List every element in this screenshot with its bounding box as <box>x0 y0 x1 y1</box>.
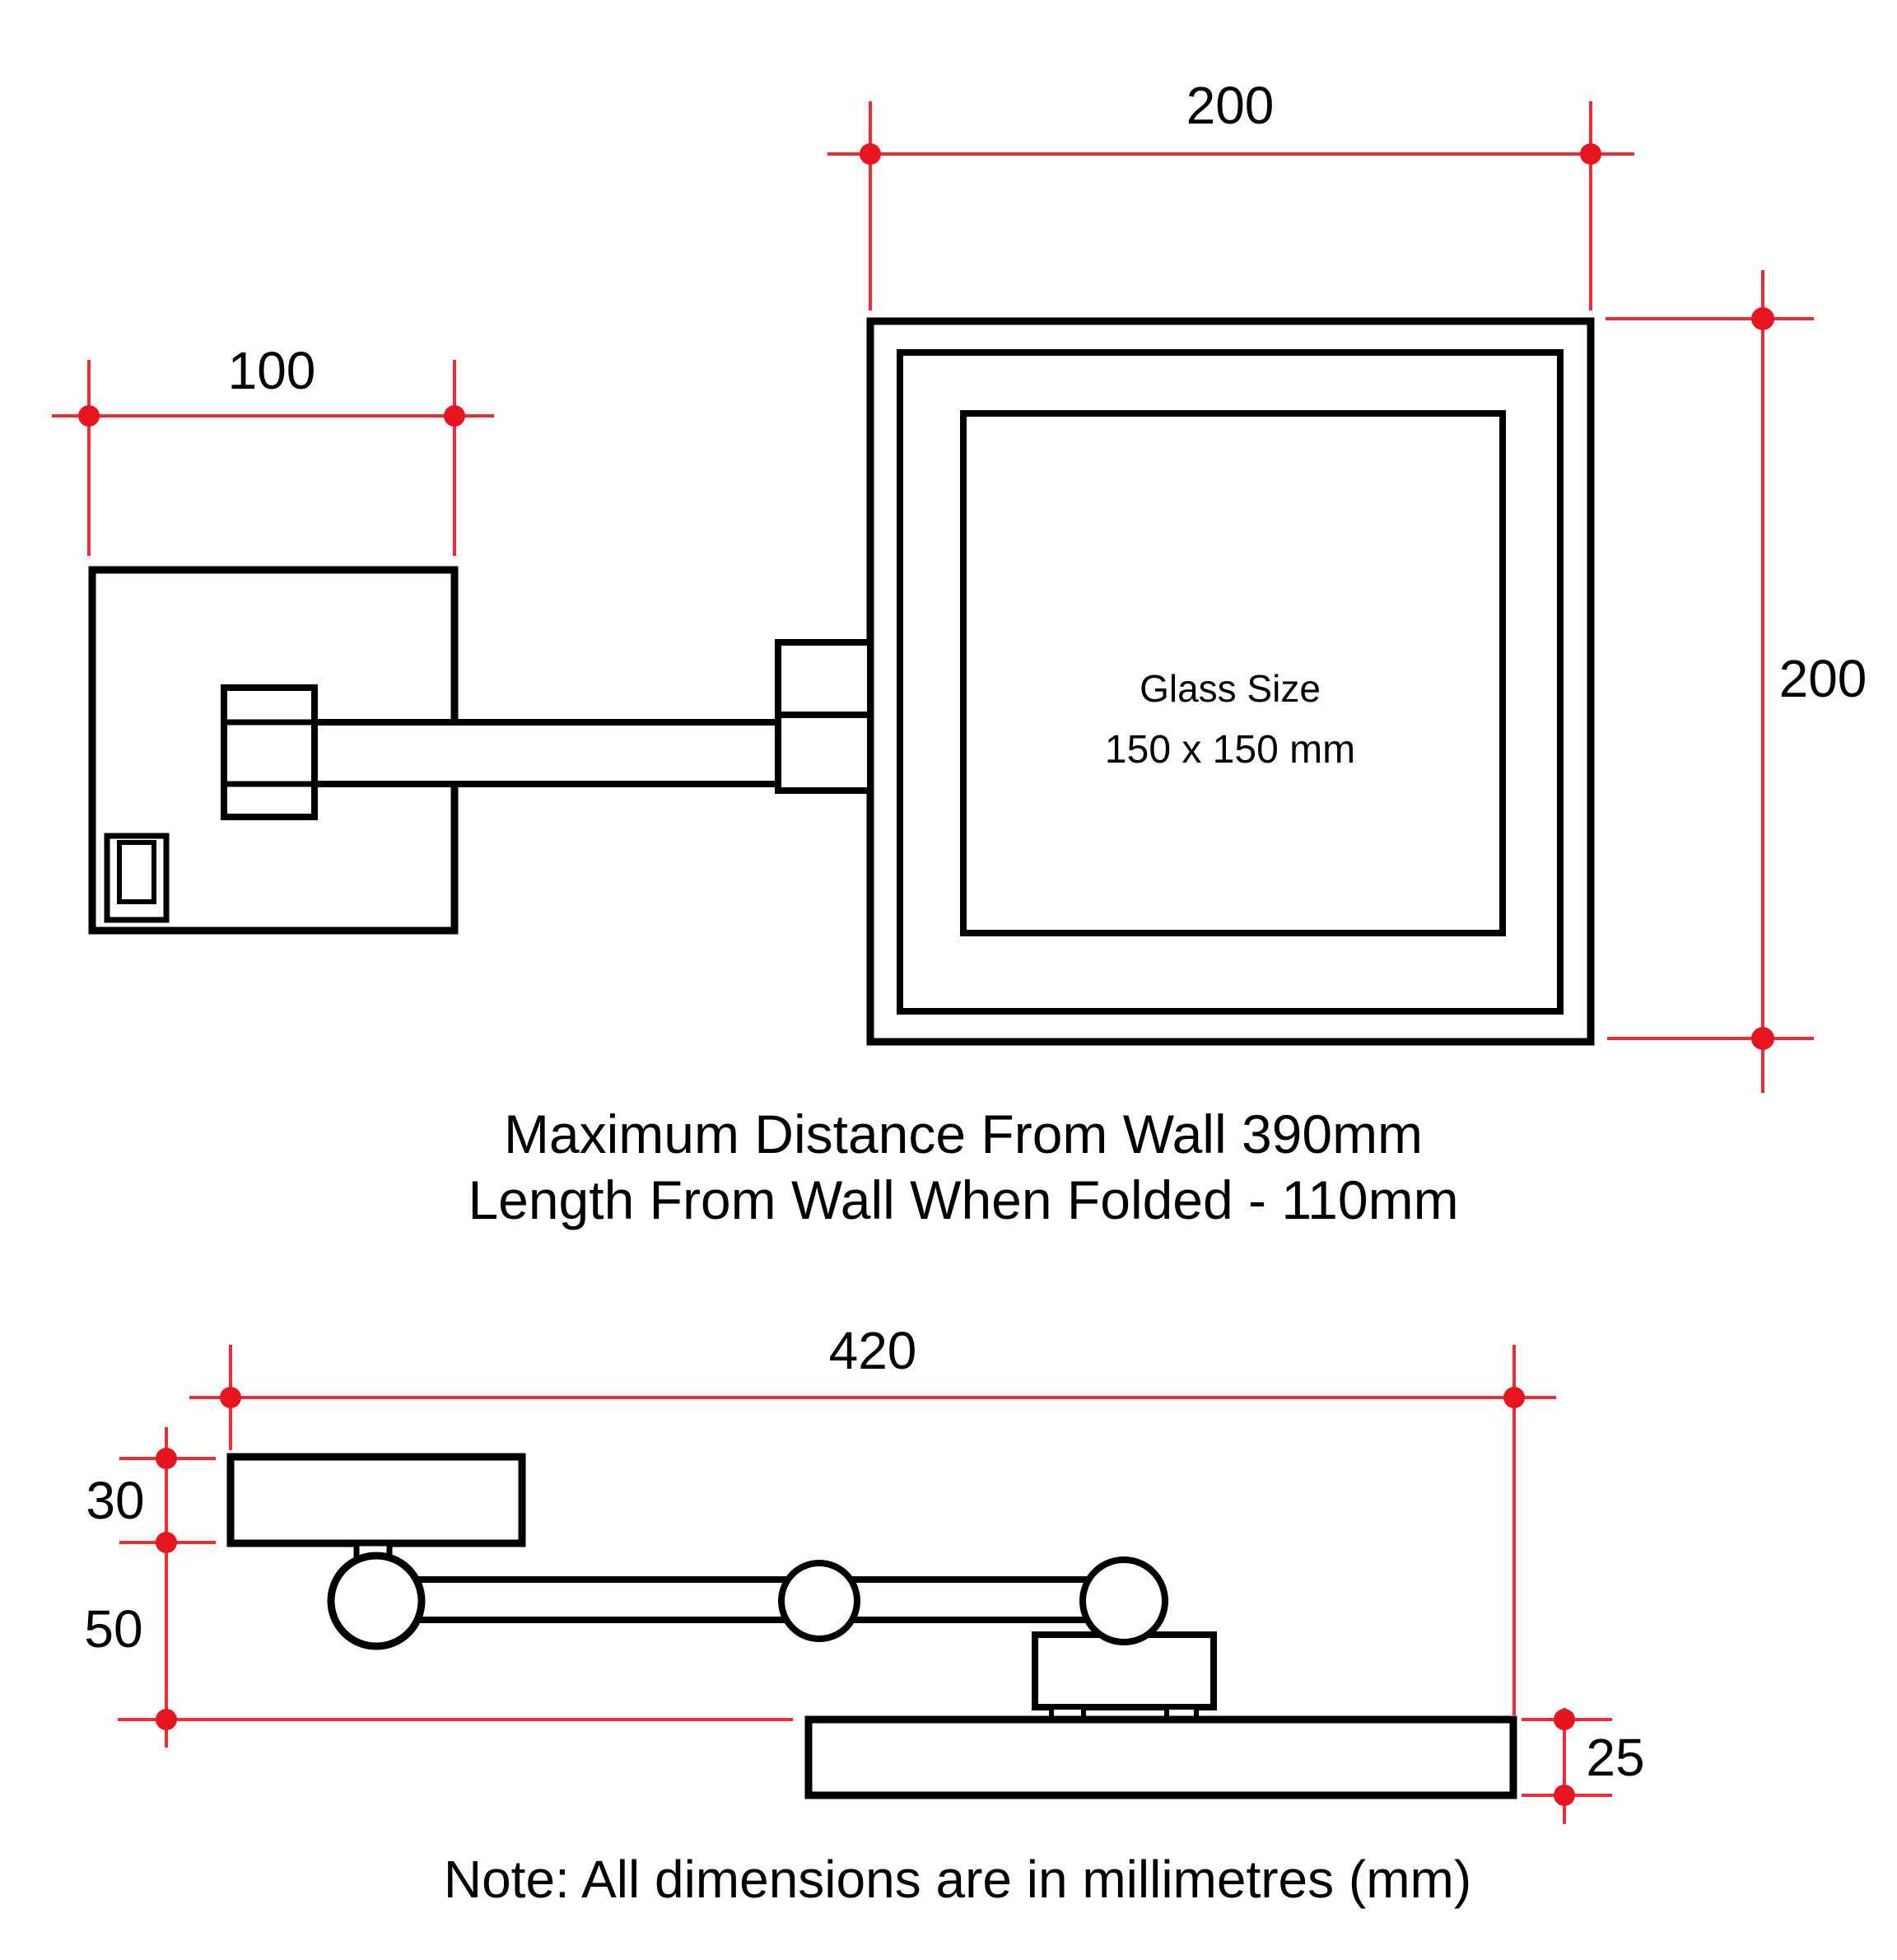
mirror-side-panel <box>804 1715 1517 1799</box>
dim-plate-thickness-label: 30 <box>86 1471 144 1530</box>
side-view <box>226 1453 1517 1799</box>
front-view <box>88 317 1595 1046</box>
dimension-marker-dot <box>78 405 100 427</box>
dimension-marker-dot <box>1554 1785 1575 1806</box>
dimension-marker-dot <box>860 143 881 165</box>
max-distance-note: Maximum Distance From Wall 390mm <box>504 1104 1423 1164</box>
dimension-marker-dot <box>156 1709 177 1730</box>
arm-front-body <box>315 726 778 781</box>
dimension-markers <box>78 143 1774 1806</box>
dimension-marker-dot <box>156 1532 177 1553</box>
mirror-glass <box>960 410 1506 936</box>
dim-total-length-label: 420 <box>829 1321 917 1380</box>
dim-height-label: 200 <box>1779 649 1867 708</box>
power-switch-button <box>117 840 156 904</box>
dim-mirror-thickness-label: 25 <box>1586 1728 1644 1787</box>
dimension-marker-dot <box>156 1448 177 1469</box>
elbow-bracket-bottom <box>775 712 874 794</box>
dim-plate-width-label: 100 <box>228 341 316 400</box>
units-note: Note: All dimensions are in millimetres … <box>444 1850 1471 1909</box>
dimension-marker-dot <box>1751 307 1774 330</box>
folded-length-note: Length From Wall When Folded - 110mm <box>468 1169 1458 1230</box>
hinge-block <box>221 684 318 820</box>
dimension-marker-dot <box>1554 1709 1575 1730</box>
elbow-joint <box>778 1560 860 1642</box>
dimension-marker-dot <box>220 1387 241 1408</box>
dimension-marker-dot <box>444 405 465 427</box>
dimension-marker-dot <box>1503 1387 1525 1408</box>
glass-size-label-line1: Glass Size <box>1140 667 1321 710</box>
wall-ball-joint <box>327 1552 426 1650</box>
mirror-bracket <box>1032 1631 1217 1710</box>
dimension-marker-dot <box>1580 143 1601 165</box>
elbow-bracket-top <box>775 639 874 718</box>
glass-size-label-line2: 150 x 150 mm <box>1105 728 1355 772</box>
dimension-marker-dot <box>1751 1027 1774 1050</box>
wall-plate-side <box>226 1453 526 1547</box>
mirror-ball-joint <box>1079 1556 1168 1645</box>
dim-arm-drop-label: 50 <box>84 1599 142 1659</box>
dim-top-width-label: 200 <box>1186 76 1275 135</box>
